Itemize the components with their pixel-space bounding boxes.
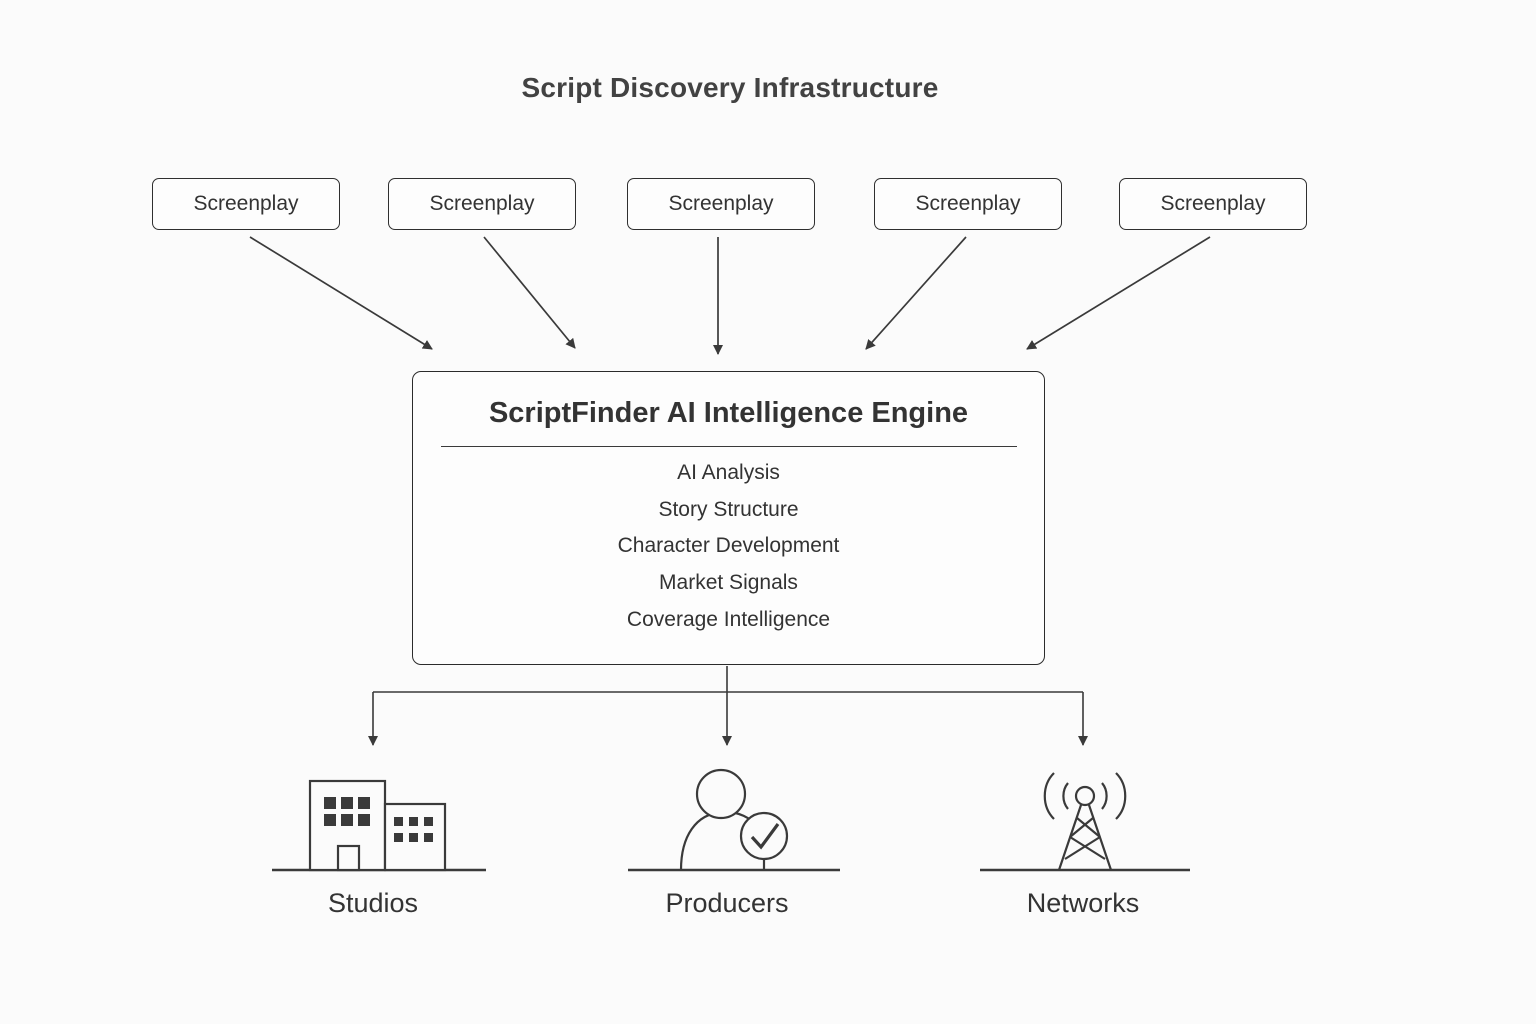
arrow-screenplay-1 (249, 236, 433, 350)
building-windows (324, 797, 433, 842)
screenplay-node-2: Screenplay (388, 178, 576, 230)
engine-divider (440, 446, 1017, 447)
screenplay-node-3: Screenplay (627, 178, 815, 230)
engine-capability: AI Analysis (677, 461, 780, 484)
engine-capability: Coverage Intelligence (626, 607, 831, 631)
screenplay-node-5: Screenplay (1119, 178, 1307, 230)
source-arrows (249, 236, 1211, 355)
screenplay-node-1: Screenplay (152, 178, 340, 230)
screenplay-label: Screenplay (668, 192, 774, 215)
engine-capability: Character Development (617, 534, 840, 558)
engine-capability: Market Signals (659, 571, 798, 595)
arrow-screenplay-4 (865, 236, 967, 350)
broadcast-tower-icon (980, 772, 1190, 872)
networks-label: Networks (1026, 888, 1140, 918)
studios-label: Studios (327, 888, 419, 918)
buildings-icon (272, 779, 486, 872)
person-check-icon (628, 768, 840, 872)
arrow-screenplay-2 (483, 236, 576, 349)
screenplay-label: Screenplay (193, 192, 299, 215)
engine-capability-list: AI Analysis Story Structure Character De… (413, 455, 1044, 639)
screenplay-label: Screenplay (429, 192, 535, 215)
engine-title: ScriptFinder AI Intelligence Engine (488, 397, 969, 429)
arrow-screenplay-5 (1026, 236, 1211, 350)
signal-waves (1043, 772, 1127, 820)
output-branch (368, 666, 1088, 746)
engine-node: ScriptFinder AI Intelligence Engine AI A… (412, 371, 1045, 665)
diagram-title: Script Discovery Infrastructure (521, 72, 939, 103)
screenplay-label: Screenplay (1160, 192, 1266, 215)
screenplay-node-4: Screenplay (874, 178, 1062, 230)
producers-label: Producers (665, 888, 789, 918)
checkmark (750, 823, 780, 850)
screenplay-label: Screenplay (915, 192, 1021, 215)
engine-capability: Story Structure (658, 497, 799, 521)
